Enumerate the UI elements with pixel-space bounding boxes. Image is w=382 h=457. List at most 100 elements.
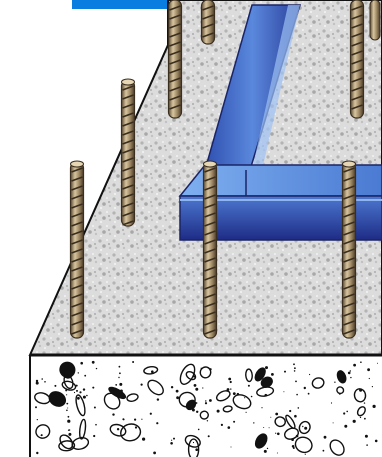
sand-dot	[275, 432, 277, 434]
rebar-rib	[204, 239, 216, 245]
pebble	[126, 393, 139, 402]
sand-dot	[344, 424, 348, 428]
rebar-rib	[71, 230, 83, 236]
rebar-rib	[204, 275, 216, 281]
sand-dot	[176, 396, 180, 400]
rebar-rib	[122, 211, 134, 217]
sand-dot	[68, 429, 71, 431]
rebar-rib	[343, 320, 355, 326]
sand-dot	[35, 379, 39, 383]
rebar	[349, 0, 365, 119]
rebar-rib	[204, 284, 216, 290]
sand-dot	[216, 409, 220, 413]
rebar-rib	[122, 121, 134, 127]
sand-dot	[95, 367, 98, 370]
sand-dot	[339, 393, 341, 395]
sand-dot	[220, 423, 223, 426]
sand-dot	[284, 370, 286, 373]
sand-dot	[119, 389, 123, 393]
sand-dot	[367, 368, 370, 372]
sand-dot	[195, 387, 199, 391]
rebar-rib	[343, 230, 355, 236]
sand-dot	[175, 389, 179, 393]
rebar-rib	[122, 139, 134, 145]
pebble	[75, 394, 86, 417]
rebar-rib	[71, 284, 83, 290]
sand-dot	[270, 416, 272, 418]
sand-dot	[253, 422, 255, 424]
pebble	[59, 434, 74, 450]
rebar-rib	[169, 59, 181, 65]
sand-dot	[119, 372, 121, 375]
sand-dot	[151, 370, 154, 374]
sand-dot	[84, 374, 87, 377]
rebar-rib	[204, 185, 216, 191]
sand-dot	[93, 406, 96, 409]
rebar-rib	[351, 5, 363, 11]
rebar-rib	[343, 176, 355, 182]
sand-dot	[266, 447, 269, 450]
rebar-rib	[204, 167, 216, 173]
pebble	[109, 423, 127, 437]
sand-dot	[195, 402, 198, 404]
sand-dot	[134, 418, 137, 421]
sand-dot	[196, 410, 199, 413]
rebar-rib	[204, 302, 216, 308]
sand-dot	[265, 366, 268, 370]
rebar-rib	[204, 248, 216, 254]
sand-dot	[40, 435, 42, 437]
sand-dot	[202, 387, 204, 389]
rebar-rib	[169, 104, 181, 110]
pebble	[215, 390, 231, 402]
pebble	[284, 427, 299, 440]
rebar-rib	[351, 86, 363, 92]
sand-dot	[275, 412, 279, 416]
rebar-rib	[343, 293, 355, 299]
sand-dot	[291, 438, 294, 442]
rebar-rib	[204, 293, 216, 299]
sand-dot	[364, 417, 366, 420]
sand-dot	[191, 408, 195, 412]
sand-dot	[307, 392, 310, 395]
sand-dot	[297, 407, 300, 409]
rebar-rib	[71, 329, 83, 335]
sand-dot	[149, 412, 152, 415]
sand-dot	[374, 439, 378, 443]
rebar-rib	[343, 221, 355, 227]
rebar-bar	[369, 0, 381, 41]
sand-dot	[360, 361, 362, 364]
sand-dot	[302, 425, 304, 428]
sand-dot	[230, 388, 232, 390]
pebble	[329, 439, 345, 456]
rebar-rib	[169, 32, 181, 38]
pebble	[222, 405, 233, 413]
sand-dot	[304, 453, 306, 455]
sand-dot	[264, 393, 268, 397]
sand-dot	[35, 406, 37, 409]
sand-dot	[250, 395, 253, 398]
pebble	[254, 367, 266, 382]
pebble	[294, 436, 313, 454]
sand-dot	[309, 373, 311, 376]
pebble	[336, 386, 345, 395]
sand-dot	[41, 378, 43, 380]
rebar-rib	[343, 311, 355, 317]
sand-dot	[368, 377, 370, 380]
rebar-rib	[71, 167, 83, 173]
rebar-rib	[169, 86, 181, 92]
rebar	[120, 78, 136, 227]
sand-dot	[58, 400, 61, 402]
channel-horizontal-top	[178, 164, 382, 197]
rebar-rib	[343, 302, 355, 308]
sand-dot	[80, 436, 83, 440]
rebar-rib	[351, 50, 363, 56]
rebar-rib	[169, 68, 181, 74]
rebar-rib	[71, 239, 83, 245]
sand-dot	[75, 384, 78, 387]
sand-dot	[228, 377, 232, 381]
sand-dot	[67, 419, 71, 423]
sand-dot	[293, 370, 296, 372]
slab-section-face	[30, 355, 382, 457]
rebar-rib	[71, 257, 83, 263]
